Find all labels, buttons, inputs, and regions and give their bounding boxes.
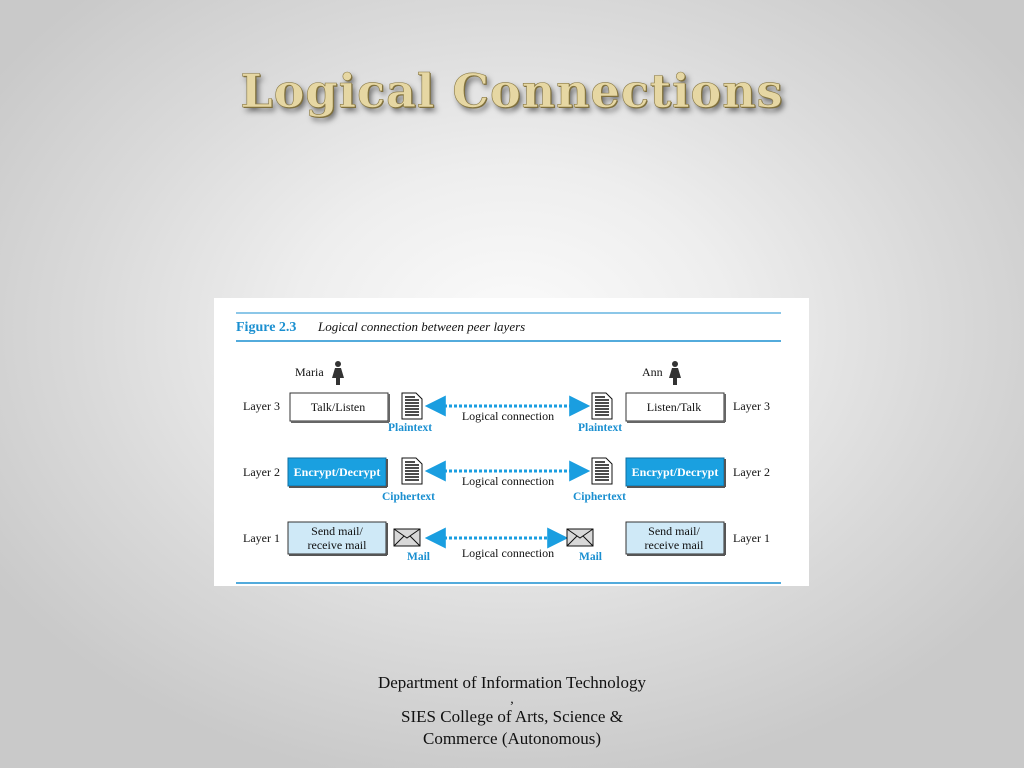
- footer-college-line2: Commerce (Autonomous): [423, 729, 601, 748]
- figure-caption: Logical connection between peer layers: [317, 319, 525, 334]
- plaintext-doc-icon-right: [591, 392, 613, 420]
- layer3-right-data-label: Plaintext: [578, 422, 622, 434]
- encrypt-decrypt-label-right: Encrypt/Decrypt: [632, 465, 719, 479]
- mail-envelope-icon-left: [393, 528, 421, 547]
- peer-layers-diagram: Figure 2.3 Logical connection between pe…: [236, 312, 781, 584]
- right-person-icon: [669, 361, 681, 385]
- plaintext-doc-icon-left: [401, 392, 423, 420]
- layer1-left-data-label: Mail: [407, 551, 430, 563]
- send-receive-mail-box-left: Send mail/ receive mail: [287, 521, 388, 556]
- listen-talk-label: Listen/Talk: [647, 400, 701, 414]
- layer2-right-label: Layer 2: [733, 465, 770, 479]
- encrypt-decrypt-box-left: Encrypt/Decrypt: [287, 457, 388, 488]
- layer1-right-data-label: Mail: [579, 551, 602, 563]
- footer-department: Department of Information Technology: [377, 673, 647, 692]
- layer2-right-data-label: Ciphertext: [573, 491, 626, 503]
- talk-listen-label: Talk/Listen: [311, 400, 365, 414]
- layer3-left-data-label: Plaintext: [388, 422, 432, 434]
- send-receive-mail-box-right: Send mail/ receive mail: [625, 521, 726, 556]
- layer3-connection-label: Logical connection: [462, 409, 554, 423]
- layer2-left-data-label: Ciphertext: [382, 491, 435, 503]
- encrypt-decrypt-label-left: Encrypt/Decrypt: [294, 465, 381, 479]
- right-person-label: Ann: [642, 365, 663, 379]
- ciphertext-doc-icon-left: [401, 457, 423, 485]
- talk-listen-box: Talk/Listen: [289, 392, 390, 423]
- ciphertext-doc-icon-right: [591, 457, 613, 485]
- encrypt-decrypt-box-right: Encrypt/Decrypt: [625, 457, 726, 488]
- listen-talk-box: Listen/Talk: [625, 392, 726, 423]
- figure-number: Figure 2.3: [236, 320, 296, 335]
- send-mail-label-right: Send mail/: [648, 524, 700, 538]
- layer1-left-label: Layer 1: [243, 531, 280, 545]
- footer-comma: ,: [510, 692, 514, 707]
- layer1-connection-label: Logical connection: [462, 546, 554, 560]
- slide-footer: Department of Information Technology , S…: [0, 672, 1024, 750]
- send-mail-label-left: Send mail/: [311, 524, 363, 538]
- slide-title: Logical Connections: [240, 64, 784, 119]
- figure-panel: Figure 2.3 Logical connection between pe…: [214, 298, 809, 586]
- mail-envelope-icon-right: [566, 528, 594, 547]
- layer3-left-label: Layer 3: [243, 399, 280, 413]
- receive-mail-label-left: receive mail: [308, 538, 368, 552]
- layer3-right-label: Layer 3: [733, 399, 770, 413]
- left-person-label: Maria: [295, 365, 324, 379]
- footer-college-line1: SIES College of Arts, Science &: [401, 707, 623, 726]
- layer1-right-label: Layer 1: [733, 531, 770, 545]
- left-person-icon: [332, 361, 344, 385]
- receive-mail-label-right: receive mail: [645, 538, 705, 552]
- layer2-connection-label: Logical connection: [462, 474, 554, 488]
- layer2-left-label: Layer 2: [243, 465, 280, 479]
